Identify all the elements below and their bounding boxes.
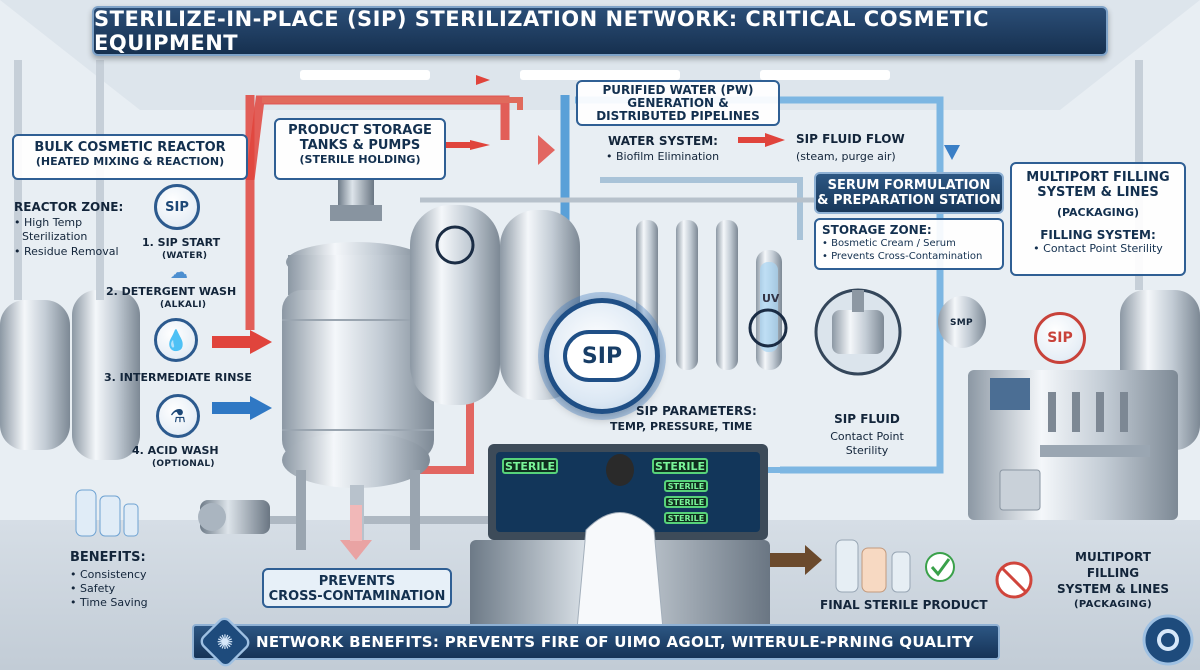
filling-footer-3: SYSTEM & LINES bbox=[1056, 582, 1170, 596]
water-system-heading: WATER SYSTEM: bbox=[608, 134, 718, 148]
reactor-subtitle: (HEATED MIXING & REACTION) bbox=[35, 155, 225, 168]
reactor-title: BULK COSMETIC REACTOR bbox=[34, 140, 226, 155]
network-benefits-text: NETWORK BENEFITS: PREVENTS FIRE OF UIMO … bbox=[256, 633, 974, 651]
filling-title-2: SYSTEM & LINES bbox=[1037, 185, 1159, 200]
storage-subtitle: (STERILE HOLDING) bbox=[299, 153, 421, 166]
reactor-zone-item-3: • Residue Removal bbox=[14, 245, 119, 258]
serum-title-2: & PREPARATION STATION bbox=[817, 193, 1001, 208]
flask-icon: ⚗ bbox=[156, 394, 200, 438]
step-1-sub: (WATER) bbox=[162, 251, 208, 261]
pw-label-box: PURIFIED WATER (PW) GENERATION & DISTRIB… bbox=[576, 80, 780, 126]
serum-zone-box: STORAGE ZONE: • Bosmetic Cream / Serum •… bbox=[814, 218, 1004, 270]
uv-label: UV bbox=[762, 292, 780, 305]
step-1-label: 1. SIP START bbox=[142, 236, 221, 249]
filling-sys-heading: FILLING SYSTEM: bbox=[1040, 228, 1156, 242]
serum-title-1: SERUM FORMULATION bbox=[827, 178, 991, 193]
step-2-label: 2. DETERGENT WASH bbox=[106, 285, 237, 298]
filling-sys-item: • Contact Point Sterility bbox=[1033, 242, 1163, 255]
water-drops-icon: 💧 bbox=[154, 318, 198, 362]
serum-zone-heading: STORAGE ZONE: bbox=[822, 223, 932, 237]
water-system-item: • Biofilm Elimination bbox=[606, 150, 720, 163]
network-icon: ✺ bbox=[216, 630, 234, 654]
title-banner: STERILIZE-IN-PLACE (SIP) STERILIZATION N… bbox=[92, 6, 1108, 56]
sip-parameters-heading: SIP PARAMETERS: bbox=[636, 404, 757, 418]
step-4-sub: (OPTIONAL) bbox=[152, 459, 215, 469]
sip-fluid-flow-sub: (steam, purge air) bbox=[796, 150, 896, 163]
prevents-line-2: CROSS-CONTAMINATION bbox=[268, 589, 446, 604]
step-4-label: 4. ACID WASH bbox=[132, 444, 219, 457]
sip-cloud-icon: SIP bbox=[154, 184, 200, 230]
sterile-status-d: STERILE bbox=[664, 496, 708, 508]
reactor-zone-heading: REACTOR ZONE: bbox=[14, 200, 124, 214]
benefits-heading: BENEFITS: bbox=[70, 550, 146, 565]
sip-fluid-flow-heading: SIP FLUID FLOW bbox=[796, 132, 905, 146]
sip-fluid-line-3: Sterility bbox=[845, 444, 889, 457]
reactor-zone-item-1: • High Temp bbox=[14, 216, 83, 229]
sterile-status-b: STERILE bbox=[652, 458, 708, 474]
cloud-icon: ☁ bbox=[170, 262, 188, 283]
page-title: STERILIZE-IN-PLACE (SIP) STERILIZATION N… bbox=[94, 7, 989, 55]
sterile-status-c: STERILE bbox=[664, 480, 708, 492]
sip-center-icon: SIP bbox=[544, 298, 660, 414]
prevents-box: PREVENTS CROSS-CONTAMINATION bbox=[262, 568, 452, 608]
smp-label: SMP bbox=[950, 318, 973, 328]
sip-fluid-heading: SIP FLUID bbox=[834, 412, 900, 426]
storage-label-box: PRODUCT STORAGE TANKS & PUMPS (STERILE H… bbox=[274, 118, 446, 180]
pw-title-3: DISTRIBUTED PIPELINES bbox=[596, 109, 760, 123]
benefit-item-1: • Consistency bbox=[70, 568, 147, 581]
prevents-line-1: PREVENTS bbox=[318, 574, 396, 589]
storage-title-2: TANKS & PUMPS bbox=[299, 138, 421, 153]
serum-zone-item-1: • Bosmetic Cream / Serum bbox=[822, 238, 956, 249]
pw-title-1: PURIFIED WATER (PW) bbox=[602, 83, 754, 97]
serum-zone-item-2: • Prevents Cross-Contamination bbox=[822, 251, 983, 262]
step-3-label: 3. INTERMEDIATE RINSE bbox=[104, 371, 252, 384]
step-2-sub: (ALKALI) bbox=[160, 300, 207, 310]
filling-footer-1: MULTIPORT bbox=[1075, 550, 1151, 564]
sip-fluid-line-2: Contact Point bbox=[830, 430, 904, 443]
sip-parameters-values: TEMP, PRESSURE, TIME bbox=[610, 420, 753, 433]
reactor-zone-item-2: Sterilization bbox=[22, 230, 88, 243]
reactor-label-box: BULK COSMETIC REACTOR (HEATED MIXING & R… bbox=[12, 134, 248, 180]
filling-footer-2: FILLING bbox=[1086, 566, 1140, 580]
final-product-label: FINAL STERILE PRODUCT bbox=[820, 598, 988, 612]
benefit-item-2: • Safety bbox=[70, 582, 116, 595]
sterile-status-e: STERILE bbox=[664, 512, 708, 524]
sterile-status-a: STERILE bbox=[502, 458, 558, 474]
pw-title-2: GENERATION & bbox=[627, 96, 729, 110]
filling-label-box: MULTIPORT FILLING SYSTEM & LINES (PACKAG… bbox=[1010, 162, 1186, 276]
serum-label-box: SERUM FORMULATION & PREPARATION STATION bbox=[814, 172, 1004, 214]
benefit-item-3: • Time Saving bbox=[70, 596, 148, 609]
network-benefits-banner: NETWORK BENEFITS: PREVENTS FIRE OF UIMO … bbox=[192, 624, 1000, 660]
filling-subtitle: (PACKAGING) bbox=[1056, 206, 1140, 219]
filling-footer-4: (PACKAGING) bbox=[1074, 599, 1152, 610]
filling-sip-badge-icon: SIP bbox=[1034, 312, 1086, 364]
storage-title: PRODUCT STORAGE bbox=[288, 123, 432, 138]
sip-center-label: SIP bbox=[563, 330, 641, 382]
filling-title-1: MULTIPORT FILLING bbox=[1026, 170, 1170, 185]
